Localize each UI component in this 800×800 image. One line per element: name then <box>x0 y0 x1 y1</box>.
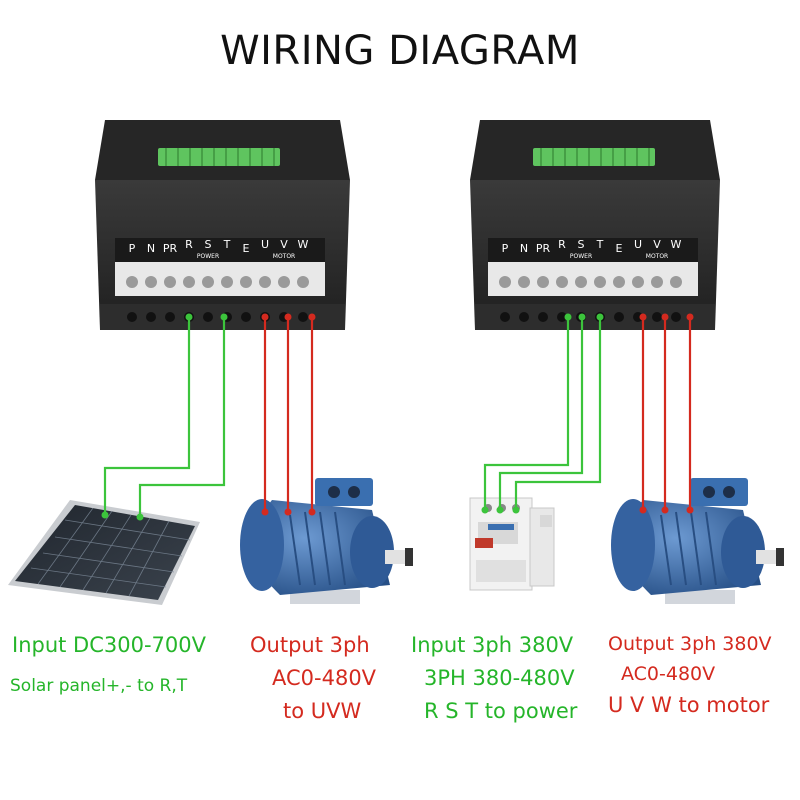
right-output-line2: AC0-480V <box>621 663 716 685</box>
left-red-wires <box>263 317 314 512</box>
left-inverter: P N PR R S T E U V W POWER MOTOR <box>95 120 350 330</box>
terminal-label-v: V <box>280 238 288 251</box>
terminal-label-s: S <box>578 238 585 251</box>
left-green-wires <box>103 317 226 517</box>
terminal-label-u: U <box>261 238 269 251</box>
junction-box <box>315 478 373 506</box>
right-motor <box>611 478 784 604</box>
motor-label: MOTOR <box>646 253 668 260</box>
terminal-label-u: U <box>634 238 642 251</box>
left-motor <box>240 478 413 604</box>
terminal-label-r: R <box>558 238 566 251</box>
right-output-line1: Output 3ph 380V <box>608 633 772 655</box>
right-input-line2: 3PH 380-480V <box>424 666 575 690</box>
power-label: POWER <box>197 253 219 260</box>
terminal-label-t: T <box>223 238 231 251</box>
solar-panel <box>8 500 200 605</box>
terminal-label-n: N <box>147 242 155 255</box>
motor-label: MOTOR <box>273 253 295 260</box>
terminal-label-p: P <box>129 242 136 255</box>
terminal-label-w: W <box>298 238 309 251</box>
left-output-line1: Output 3ph <box>250 633 370 657</box>
right-red-wires <box>641 317 692 510</box>
terminal-label-v: V <box>653 238 661 251</box>
left-input-line1: Input DC300-700V <box>12 633 206 657</box>
terminal-label-n: N <box>520 242 528 255</box>
terminal-label-r: R <box>185 238 193 251</box>
right-output-line3: U V W to motor <box>608 693 770 717</box>
right-input-line1: Input 3ph 380V <box>411 633 574 657</box>
right-input-line3: R S T to power <box>424 699 578 723</box>
terminal-label-w: W <box>671 238 682 251</box>
terminal-label-t: T <box>596 238 604 251</box>
terminal-label-pr: PR <box>163 242 178 255</box>
right-inverter: P N PR R S T E U V W POWER MOTOR <box>470 120 720 330</box>
left-output-line3: to UVW <box>283 699 362 723</box>
right-green-wires <box>483 317 602 510</box>
terminal-label-pr: PR <box>536 242 551 255</box>
junction-box <box>690 478 748 506</box>
terminal-label-p: P <box>502 242 509 255</box>
terminal-label-s: S <box>205 238 212 251</box>
motor-protection-breaker <box>469 497 555 591</box>
left-input-line2: Solar panel+,- to R,T <box>10 676 188 696</box>
diagram-title: WIRING DIAGRAM <box>220 28 580 74</box>
terminal-label-e: E <box>243 242 250 255</box>
left-output-line2: AC0-480V <box>272 666 377 690</box>
terminal-label-e: E <box>616 242 623 255</box>
power-label: POWER <box>570 253 592 260</box>
